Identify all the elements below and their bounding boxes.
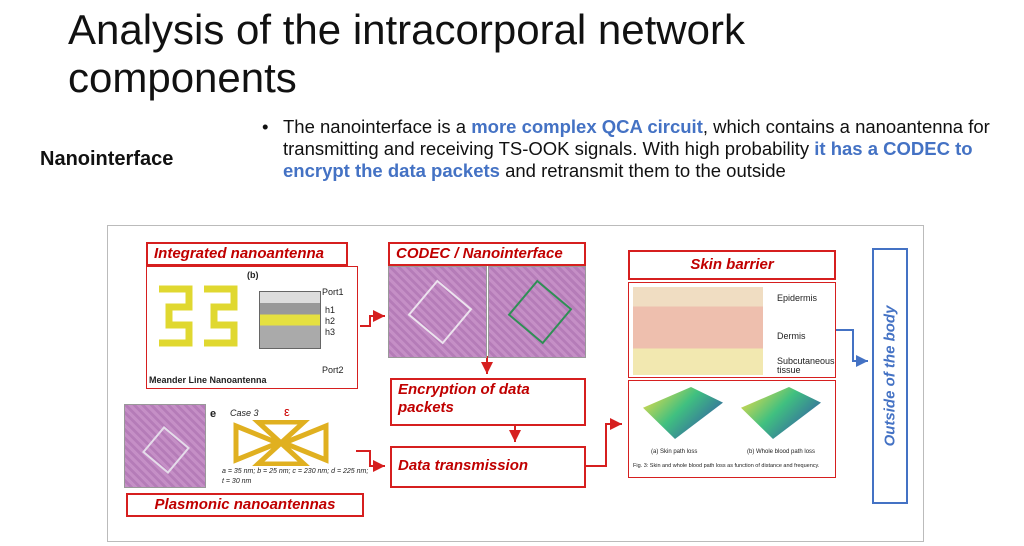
label-encryption: Encryption of data packets: [390, 378, 586, 426]
qca-chip-right: [507, 279, 573, 345]
plot-b-caption: (b) Whole blood path loss: [747, 449, 816, 455]
side-label: Nanointerface: [40, 148, 174, 170]
plasmonic-chip: [142, 426, 190, 474]
plot-b-surface: [741, 387, 821, 439]
plot-a-caption: (a) Skin path loss: [651, 449, 698, 455]
outside-of-body-label: Outside of the body: [881, 305, 899, 447]
bullet-text-1: The nanointerface is a: [283, 116, 472, 137]
flow-arrows: [354, 310, 868, 472]
h2-label: h2: [325, 316, 336, 326]
codec-image-left: [388, 266, 487, 358]
qca-chip-left: [407, 279, 473, 345]
dermis-label: Dermis: [777, 331, 806, 341]
bullet-dot: •: [262, 116, 269, 137]
port2-label: Port2: [322, 365, 344, 375]
epidermis-label: Epidermis: [777, 293, 818, 303]
label-plasmonic: Plasmonic nanoantennas: [126, 493, 364, 517]
outside-of-body-box: Outside of the body: [872, 248, 908, 504]
plasmonic-case: Case 3: [230, 408, 259, 418]
bowtie-graphic: [233, 420, 329, 466]
epsilon-label: ε: [284, 404, 290, 419]
codec-image-right: [488, 266, 586, 358]
skin-illustration: Epidermis Dermis Subcutaneous tissue: [628, 282, 836, 378]
highlight-qca: more complex QCA circuit: [471, 116, 703, 137]
plasmonic-diagram: e Case 3 ε a = 35 nm; b = 25 nm; c = 230…: [206, 404, 368, 490]
stack-graphic: [259, 291, 321, 349]
diagram-figure: Integrated nanoantenna (b) Port1 h1 h2 h…: [107, 225, 924, 542]
nanoantenna-image: (b) Port1 h1 h2 h3 Port2 Meander Line Na…: [146, 266, 358, 389]
antenna-panel-label: (b): [247, 270, 259, 280]
plots-figure-caption: Fig. 3: Skin and whole blood path loss a…: [633, 463, 820, 469]
h1-label: h1: [325, 305, 336, 315]
skin-layers-graphic: [633, 287, 763, 375]
label-data-transmission: Data transmission: [390, 446, 586, 488]
plasmonic-dims: a = 35 nm; b = 25 nm; c = 230 nm; d = 22…: [222, 468, 369, 475]
label-skin-barrier: Skin barrier: [628, 250, 836, 280]
subcutaneous-label: Subcutaneous tissue: [777, 356, 835, 375]
antenna-caption: Meander Line Nanoantenna: [149, 375, 267, 385]
meander-antenna-graphic: [159, 285, 238, 347]
bullet-text: The nanointerface is a more complex QCA …: [283, 116, 1003, 182]
label-integrated-nanoantenna: Integrated nanoantenna: [146, 242, 348, 266]
port1-label: Port1: [322, 287, 344, 297]
label-codec: CODEC / Nanointerface: [388, 242, 586, 266]
h3-label: h3: [325, 327, 336, 337]
highlight-codec: it has a CODEC to encrypt the data packe…: [283, 138, 973, 181]
path-loss-plots: (a) Skin path loss (b) Whole blood path …: [628, 380, 836, 478]
bullet-text-3: and retransmit them to the outside: [499, 160, 786, 181]
bullet-text-2: , which contains a nanoantenna for trans…: [283, 116, 990, 159]
slide-title: Analysis of the intracorporal network co…: [68, 6, 745, 101]
plasmonic-panel-label: e: [210, 408, 217, 420]
plot-a-surface: [643, 387, 723, 439]
plasmonic-photo: [124, 404, 206, 488]
plasmonic-thickness: t = 30 nm: [222, 478, 252, 485]
